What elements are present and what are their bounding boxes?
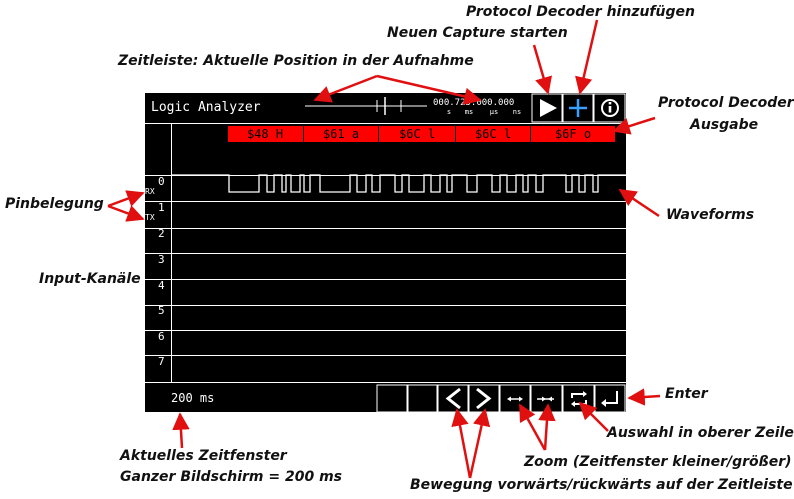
- unit-ms: ms: [465, 108, 473, 116]
- annotation-timeline: Zeitleiste: Aktuelle Position in der Auf…: [118, 53, 474, 69]
- channel-number: 1: [158, 201, 165, 214]
- move-back-button[interactable]: [437, 384, 469, 413]
- channel-number: 0: [158, 175, 165, 188]
- screen-canvas: Logic Analyzer 000.725.000.000 s ms µs n…: [145, 93, 626, 413]
- channel-number: 3: [158, 253, 165, 266]
- chevron-right-icon: [476, 387, 492, 410]
- move-forward-button[interactable]: [468, 384, 500, 413]
- annotation-new-capture: Neuen Capture starten: [387, 25, 568, 41]
- play-icon: [540, 99, 557, 117]
- decoder-output-row: $48 H $61 a $6C l $6C l $6F o: [228, 126, 615, 142]
- plus-icon: [569, 99, 587, 117]
- waveform-channel-0: [172, 174, 626, 193]
- timeline-slider[interactable]: [305, 97, 427, 115]
- enter-button[interactable]: [594, 384, 626, 413]
- unit-us: µs: [490, 108, 498, 116]
- channel-number: 4: [158, 279, 165, 292]
- pin-label: RX: [145, 187, 155, 196]
- decoder-byte: $48 H: [247, 127, 283, 141]
- app-title: Logic Analyzer: [151, 100, 261, 115]
- decoder-byte: $6C l: [399, 127, 435, 141]
- annotation-time-window-1: Aktuelles Zeitfenster: [120, 448, 287, 464]
- add-protocol-decoder-button[interactable]: [562, 93, 594, 123]
- annotation-zoom: Zoom (Zeitfenster kleiner/größer): [524, 454, 792, 470]
- time-window-label: 200 ms: [171, 391, 214, 405]
- channel-number: 5: [158, 304, 165, 317]
- decoder-byte: $61 a: [323, 127, 359, 141]
- channel-number: 7: [158, 355, 165, 368]
- annotation-decoder-output-1: Protocol Decoder: [658, 95, 794, 111]
- enter-icon: [601, 391, 618, 407]
- new-capture-button[interactable]: [531, 93, 563, 123]
- info-button[interactable]: [593, 93, 626, 123]
- pin-label: TX: [145, 213, 155, 222]
- decoder-byte: $6F o: [555, 127, 591, 141]
- channel-number: 6: [158, 330, 165, 343]
- annotation-waveforms: Waveforms: [666, 207, 755, 223]
- annotation-time-window-2: Ganzer Bildschirm = 200 ms: [120, 469, 343, 485]
- annotation-input-channels: Input-Kanäle: [39, 271, 141, 287]
- annotation-protocol-add: Protocol Decoder hinzufügen: [466, 4, 695, 20]
- annotation-pinout: Pinbelegung: [5, 196, 104, 212]
- annotation-move: Bewegung vorwärts/rückwärts auf der Zeit…: [410, 477, 793, 493]
- annotation-decoder-output-2: Ausgabe: [690, 117, 759, 133]
- unit-s: s: [447, 108, 451, 116]
- unit-ns: ns: [513, 108, 521, 116]
- annotation-enter: Enter: [665, 386, 708, 402]
- expand-horizontal-icon: [507, 396, 523, 402]
- info-icon: [601, 99, 619, 117]
- decoder-byte: $6C l: [475, 127, 511, 141]
- annotation-select-row: Auswahl in oberer Zeile: [607, 425, 794, 441]
- logic-analyzer-screen: Logic Analyzer 000.725.000.000 s ms µs n…: [145, 93, 626, 413]
- chevron-left-icon: [445, 387, 461, 410]
- collapse-horizontal-icon: [537, 396, 554, 402]
- channel-number: 2: [158, 227, 165, 240]
